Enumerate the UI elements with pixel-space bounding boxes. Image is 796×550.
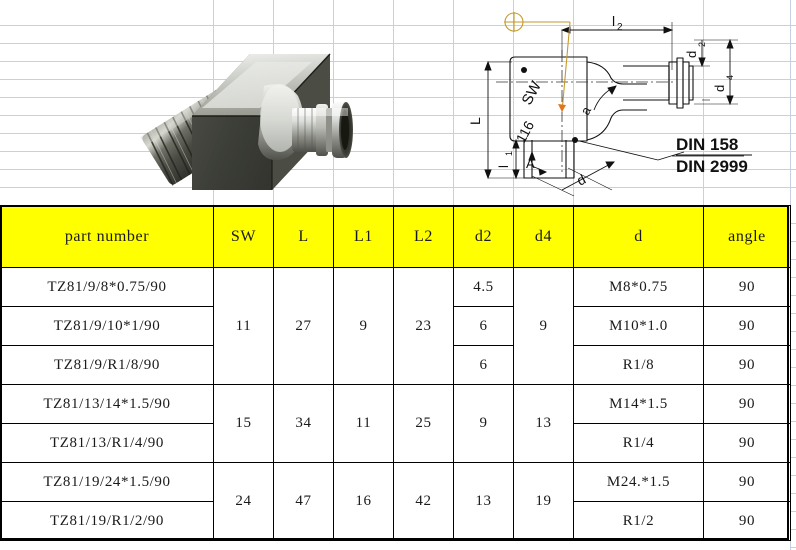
dim-label-d4-sub: 4 [725, 75, 735, 80]
product-photo-elbow-fitting [140, 53, 353, 190]
cell-angle: 90 [703, 423, 791, 463]
dim-label-d2: d [684, 51, 699, 58]
table-row: TZ81/19/R1/2/90 R1/2 90 [0, 501, 791, 541]
cell-d: R1/2 [573, 501, 704, 541]
column-header-d2: d2 [453, 205, 514, 268]
cell-l: 47 [273, 462, 334, 541]
cell-d: M24.*1.5 [573, 462, 704, 502]
cell-angle: 90 [703, 306, 791, 346]
dim-label-d2-sub: 2 [697, 42, 707, 47]
cell-d: R1/8 [573, 345, 704, 385]
technical-drawing: L l 1 l 2 d 2 d 4 d a SW 116 A DIN 158 D… [467, 12, 752, 197]
cell-l1: 9 [333, 267, 394, 385]
dim-label-L: L [467, 117, 483, 125]
column-header-sw: SW [213, 205, 274, 268]
table-row: TZ81/13/R1/4/90 R1/4 90 [0, 423, 791, 463]
dim-label-d4: d [712, 85, 727, 92]
cell-angle: 90 [703, 501, 791, 541]
table-row: TZ81/9/R1/8/90 6 R1/8 90 [0, 345, 791, 385]
cell-d2: 4.5 [453, 267, 514, 307]
column-header-angle: angle [703, 205, 791, 268]
cell-d4: 13 [513, 384, 574, 463]
cell-l1: 16 [333, 462, 394, 541]
cell-angle: 90 [703, 384, 791, 424]
cell-part-number: TZ81/13/R1/4/90 [0, 423, 214, 463]
cell-l2: 25 [393, 384, 454, 463]
table-header-row: part number SW L L1 L2 d2 d4 d angle [0, 205, 791, 268]
label-din-158: DIN 158 [676, 135, 738, 154]
cell-part-number: TZ81/13/14*1.5/90 [0, 384, 214, 424]
cell-d2: 6 [453, 306, 514, 346]
cell-d: M8*0.75 [573, 267, 704, 307]
cell-part-number: TZ81/9/10*1/90 [0, 306, 214, 346]
dim-label-l1-sub: 1 [504, 151, 514, 156]
dim-label-a: a [577, 103, 594, 117]
label-din-2999: DIN 2999 [676, 157, 748, 176]
cell-part-number: TZ81/9/R1/8/90 [0, 345, 214, 385]
cell-l: 34 [273, 384, 334, 463]
cell-d4: 19 [513, 462, 574, 541]
cell-l1: 11 [333, 384, 394, 463]
cell-sw: 11 [213, 267, 274, 385]
cell-angle: 90 [703, 462, 791, 502]
illustration-band: L l 1 l 2 d 2 d 4 d a SW 116 A DIN 158 D… [0, 0, 796, 205]
dim-label-l2-sub: 2 [617, 22, 623, 33]
column-header-part-number: part number [0, 205, 214, 268]
table-row: TZ81/13/14*1.5/90 15 34 11 25 9 13 M14*1… [0, 384, 791, 463]
column-header-d: d [573, 205, 704, 268]
cell-angle: 90 [703, 345, 791, 385]
column-header-l: L [273, 205, 334, 268]
cell-part-number: TZ81/19/R1/2/90 [0, 501, 214, 541]
cell-angle: 90 [703, 267, 791, 307]
cell-l: 27 [273, 267, 334, 385]
cell-d: M14*1.5 [573, 384, 704, 424]
column-header-d4: d4 [513, 205, 574, 268]
cell-d4: 9 [513, 267, 574, 385]
cell-d2: 13 [453, 462, 514, 541]
table-row: TZ81/9/10*1/90 6 M10*1.0 90 [0, 306, 791, 346]
cell-l2: 23 [393, 267, 454, 385]
cell-sw: 24 [213, 462, 274, 541]
specification-table: part number SW L L1 L2 d2 d4 d angle TZ8… [0, 205, 791, 541]
cell-d2: 6 [453, 345, 514, 385]
table-row: TZ81/9/8*0.75/90 11 27 9 23 4.5 9 M8*0.7… [0, 267, 791, 385]
cell-d: R1/4 [573, 423, 704, 463]
cell-d2: 9 [453, 384, 514, 463]
dim-label-l1: l [496, 165, 511, 168]
label-section-A: A [526, 156, 535, 171]
specification-table-wrapper: part number SW L L1 L2 d2 d4 d angle TZ8… [0, 205, 791, 541]
dim-label-d: d [574, 171, 588, 189]
cell-sw: 15 [213, 384, 274, 463]
column-header-l1: L1 [333, 205, 394, 268]
cell-part-number: TZ81/19/24*1.5/90 [0, 462, 214, 502]
dim-label-l2: l [612, 13, 615, 29]
column-header-l2: L2 [393, 205, 454, 268]
cell-l2: 42 [393, 462, 454, 541]
cell-d: M10*1.0 [573, 306, 704, 346]
cell-part-number: TZ81/9/8*0.75/90 [0, 267, 214, 307]
table-row: TZ81/19/24*1.5/90 24 47 16 42 13 19 M24.… [0, 462, 791, 541]
